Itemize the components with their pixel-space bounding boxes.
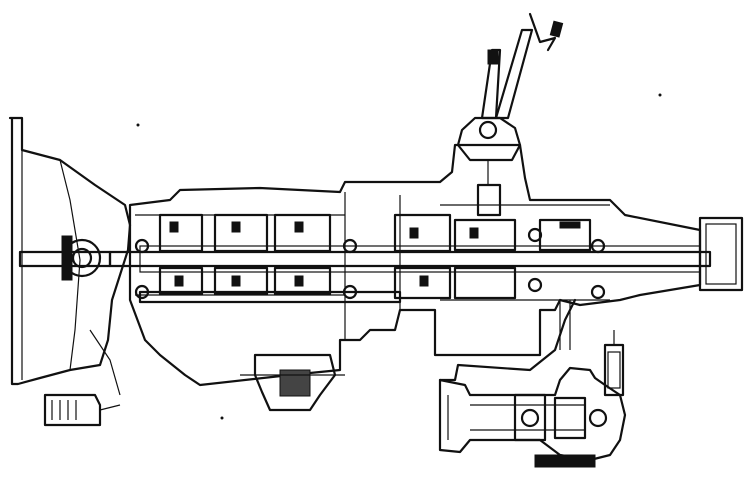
input-shaft bbox=[18, 235, 112, 281]
gears-lower bbox=[158, 266, 517, 300]
bottom-boss bbox=[240, 353, 345, 412]
shift-tower bbox=[456, 116, 522, 217]
gears-upper bbox=[158, 213, 592, 253]
bearings bbox=[134, 227, 606, 300]
shift-lever bbox=[480, 12, 564, 120]
speedometer-drive bbox=[603, 330, 625, 397]
transfer-case bbox=[438, 298, 627, 468]
release-lever bbox=[43, 329, 121, 427]
scan-specks bbox=[136, 93, 662, 420]
output-flange bbox=[698, 216, 744, 292]
